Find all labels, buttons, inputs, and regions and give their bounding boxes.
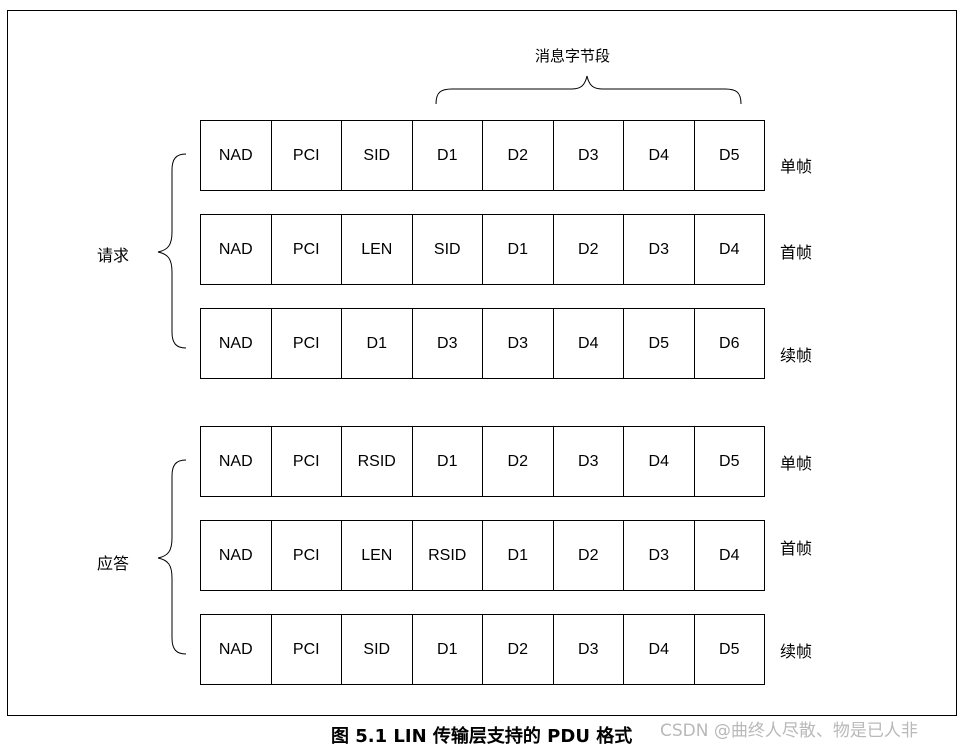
pdu-cell: NAD — [201, 614, 272, 685]
pdu-cell: D2 — [483, 120, 554, 191]
pdu-cell: SID — [342, 120, 413, 191]
pdu-cell: LEN — [342, 520, 413, 591]
pdu-cell: D3 — [553, 426, 624, 497]
pdu-cell: D3 — [553, 120, 624, 191]
pdu-cell: D4 — [694, 214, 765, 285]
pdu-cell: PCI — [271, 426, 342, 497]
pdu-cell: D1 — [342, 308, 413, 379]
response-first-frame-label: 首帧 — [780, 539, 813, 558]
request-consecutive-frame-label: 续帧 — [780, 346, 813, 365]
pdu-cell: D2 — [483, 426, 554, 497]
pdu-cell: D5 — [694, 426, 765, 497]
pdu-cell: D4 — [553, 308, 624, 379]
request-first-frame-label: 首帧 — [780, 243, 813, 262]
pdu-cell: SID — [342, 614, 413, 685]
request-group-label: 请求 — [97, 246, 130, 265]
watermark: CSDN @曲终人尽散、物是已人非 — [660, 721, 918, 741]
pdu-cell: D3 — [553, 614, 624, 685]
pdu-cell: D1 — [412, 614, 483, 685]
pdu-cell: D2 — [553, 520, 624, 591]
pdu-cell: D1 — [483, 214, 554, 285]
pdu-cell: D5 — [694, 120, 765, 191]
response-single-frame-label: 单帧 — [780, 454, 813, 473]
pdu-cell: RSID — [342, 426, 413, 497]
pdu-cell: LEN — [342, 214, 413, 285]
request-single-frame-label: 单帧 — [780, 157, 813, 176]
pdu-cell: SID — [412, 214, 483, 285]
response-consecutive-frame-label: 续帧 — [780, 642, 813, 661]
pdu-cell: D3 — [624, 214, 695, 285]
pdu-cell: NAD — [201, 120, 272, 191]
pdu-cell: PCI — [271, 614, 342, 685]
pdu-cell: D5 — [624, 308, 695, 379]
message-segment-label: 消息字节段 — [535, 47, 611, 65]
pdu-cell: NAD — [201, 214, 272, 285]
pdu-cell: D4 — [624, 426, 695, 497]
pdu-cell: D3 — [624, 520, 695, 591]
diagram-frame — [7, 10, 957, 716]
pdu-cell: PCI — [271, 214, 342, 285]
figure-caption: 图 5.1 LIN 传输层支持的 PDU 格式 — [331, 726, 633, 747]
pdu-cell: D1 — [412, 120, 483, 191]
pdu-cell: D4 — [694, 520, 765, 591]
pdu-cell: D2 — [483, 614, 554, 685]
pdu-cell: D4 — [624, 614, 695, 685]
pdu-cell: PCI — [271, 120, 342, 191]
response-group-label: 应答 — [97, 554, 130, 573]
pdu-cell: RSID — [412, 520, 483, 591]
pdu-cell: D3 — [412, 308, 483, 379]
pdu-cell: D5 — [694, 614, 765, 685]
pdu-cell: PCI — [271, 308, 342, 379]
pdu-cell: D1 — [483, 520, 554, 591]
pdu-cell: NAD — [201, 520, 272, 591]
pdu-cell: D2 — [553, 214, 624, 285]
pdu-cell: NAD — [201, 308, 272, 379]
pdu-cell: NAD — [201, 426, 272, 497]
pdu-cell: D6 — [694, 308, 765, 379]
pdu-cell: PCI — [271, 520, 342, 591]
pdu-cell: D1 — [412, 426, 483, 497]
pdu-cell: D4 — [624, 120, 695, 191]
pdu-cell: D3 — [483, 308, 554, 379]
